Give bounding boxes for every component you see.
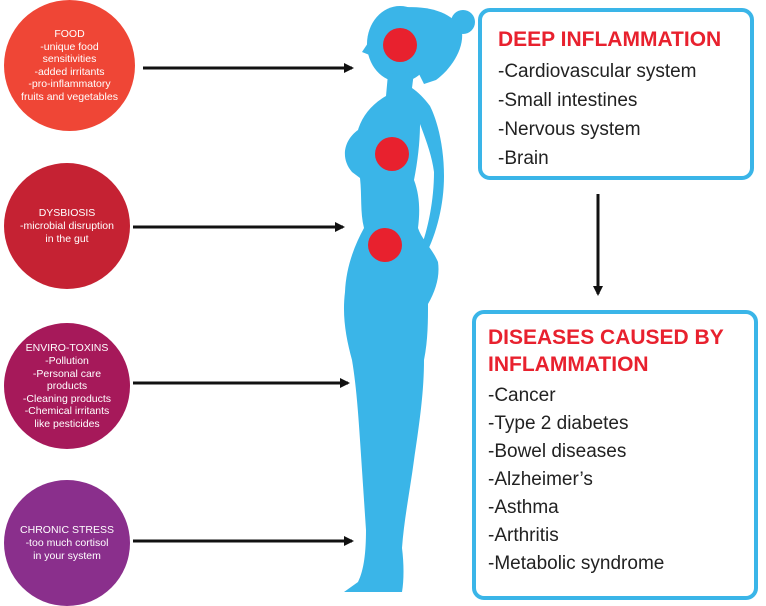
cause-line: in the gut — [45, 232, 89, 245]
cause-title: CHRONIC STRESS — [20, 524, 114, 536]
list-item: -Nervous system — [498, 119, 641, 140]
list-item: -Cancer — [488, 385, 556, 406]
cause-dysbiosis-circle: DYSBIOSIS -microbial disruption in the g… — [4, 163, 130, 289]
cause-title: ENVIRO-TOXINS — [25, 342, 109, 354]
list-item: -Arthritis — [488, 525, 559, 546]
deep-inflammation-box: DEEP INFLAMMATION -Cardiovascular system… — [478, 8, 754, 180]
cause-line: -pro-inflammatory — [28, 78, 111, 91]
inflammation-dot-chest — [375, 137, 409, 171]
cause-line: like pesticides — [34, 417, 100, 430]
cause-title: DYSBIOSIS — [38, 207, 96, 219]
diseases-title-line2: INFLAMMATION — [488, 353, 649, 376]
list-item: -Small intestines — [498, 90, 638, 111]
cause-line: -microbial disruption — [20, 220, 114, 232]
deep-inflammation-title: DEEP INFLAMMATION — [498, 28, 722, 51]
cause-line: fruits and vegetables — [21, 90, 118, 103]
diseases-box: DISEASES CAUSED BY INFLAMMATION -Cancer … — [472, 310, 758, 600]
list-item: -Cardiovascular system — [498, 61, 697, 82]
cause-title: FOOD — [54, 27, 85, 40]
deep-inflammation-list: -Cardiovascular system -Small intestines… — [498, 57, 750, 173]
list-item: -Alzheimer’s — [488, 469, 593, 490]
cause-line: -Personal care products — [32, 367, 102, 393]
list-item: -Asthma — [488, 497, 559, 518]
cause-chronic-stress-circle: CHRONIC STRESS -too much cortisol in you… — [4, 480, 130, 606]
list-item: -Metabolic syndrome — [488, 553, 665, 574]
cause-line: -Pollution — [45, 355, 89, 367]
cause-line: -added irritants — [34, 65, 105, 78]
list-item: -Bowel diseases — [488, 441, 627, 462]
hair — [398, 7, 463, 84]
nose — [362, 40, 372, 56]
cause-line: sensitivities — [42, 53, 97, 66]
diseases-title-line1: DISEASES CAUSED BY — [488, 326, 724, 349]
cause-food-circle: FOOD -unique food sensitivities -added i… — [4, 0, 135, 131]
cause-enviro-toxins-circle: ENVIRO-TOXINS -Pollution -Personal care … — [4, 323, 130, 449]
cause-line: in your system — [33, 549, 101, 562]
diseases-list: -Cancer -Type 2 diabetes -Bowel diseases… — [488, 382, 754, 578]
list-item: -Brain — [498, 148, 549, 169]
cause-line: -unique food — [40, 40, 99, 53]
cause-line: -too much cortisol — [25, 537, 109, 549]
inflammation-dot-head — [383, 28, 417, 62]
cause-line: -Chemical irritants — [24, 405, 110, 417]
torso-and-legs — [343, 72, 444, 592]
list-item: -Type 2 diabetes — [488, 413, 629, 434]
cause-line: -Cleaning products — [22, 392, 112, 405]
inflammation-dot-gut — [368, 228, 402, 262]
body-silhouette — [343, 6, 475, 592]
